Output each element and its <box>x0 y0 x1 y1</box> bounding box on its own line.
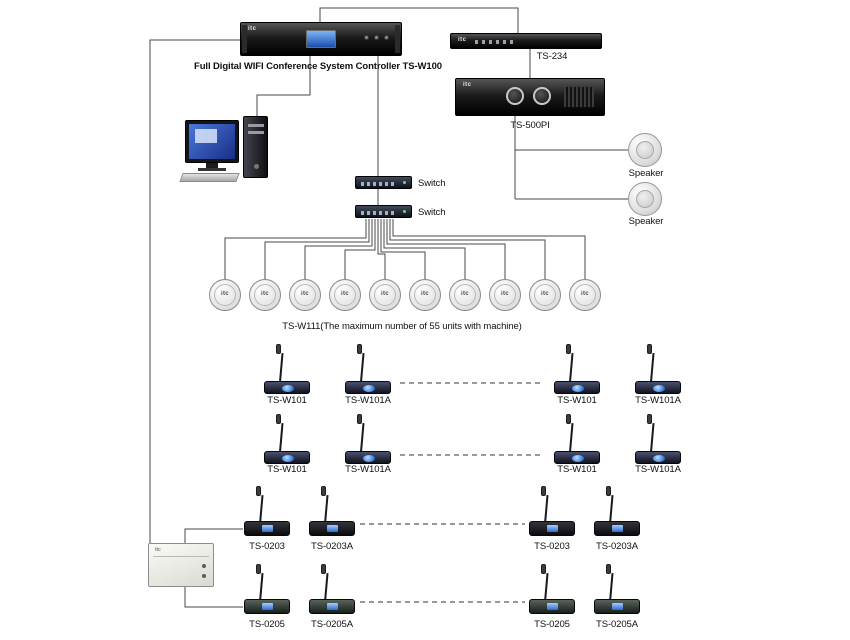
wifi-unit: itc <box>449 279 481 311</box>
wifi-unit: itc <box>489 279 521 311</box>
mic-ts-0203a <box>593 486 641 536</box>
mic-label: TS-W101 <box>267 395 307 406</box>
wifi-unit: itc <box>289 279 321 311</box>
mic-label: TS-0205A <box>311 619 353 630</box>
switch-led <box>403 210 406 213</box>
mic-ts-0205 <box>243 564 291 614</box>
speaker-top <box>628 133 662 167</box>
mic-label: TS-0205 <box>534 619 570 630</box>
mic-label: TS-W101 <box>557 464 597 475</box>
amp-dial <box>532 87 551 105</box>
mic-ts-0203 <box>528 486 576 536</box>
box-seam <box>153 556 209 557</box>
terminal-dot <box>202 564 206 568</box>
controller-unit: itc <box>240 22 402 56</box>
controller-knobs <box>364 35 389 40</box>
mic-ts-0203 <box>243 486 291 536</box>
pc-screen <box>189 124 235 159</box>
rack-ear <box>395 25 400 53</box>
switch-top-label: Switch <box>418 178 446 189</box>
mic-label: TS-W101 <box>557 395 597 406</box>
ts500pi-unit: itc <box>455 78 605 116</box>
wifi-unit: itc <box>529 279 561 311</box>
mic-label: TS-0203 <box>249 541 285 552</box>
ts234-ports <box>475 40 515 44</box>
amp-vents <box>564 87 594 107</box>
ts234-label: TS-234 <box>536 51 568 62</box>
mic-ts-0205a <box>308 564 356 614</box>
pc-tower <box>243 116 268 178</box>
brand-logo: itc <box>463 82 472 88</box>
pc-keyboard <box>179 173 240 182</box>
mic-label: TS-0203 <box>534 541 570 552</box>
mic-label: TS-W101A <box>635 464 681 475</box>
wifi-unit: itc <box>249 279 281 311</box>
speaker-cone <box>636 141 654 159</box>
mic-ts-w101a <box>344 344 392 394</box>
power-box: itc <box>148 543 214 587</box>
wifi-unit: itc <box>209 279 241 311</box>
mic-label: TS-0203A <box>311 541 353 552</box>
switch-bottom-label: Switch <box>418 207 446 218</box>
mic-ts-w101 <box>553 344 601 394</box>
brand-logo: itc <box>248 26 257 32</box>
mic-label: TS-0205 <box>249 619 285 630</box>
mic-ts-w101a <box>344 414 392 464</box>
mic-label: TS-W101A <box>345 464 391 475</box>
speaker-cone <box>636 190 654 208</box>
controller-screen <box>306 30 336 48</box>
mic-label: TS-0203A <box>596 541 638 552</box>
mic-label: TS-W101A <box>345 395 391 406</box>
wifi-unit: itc <box>569 279 601 311</box>
ts500pi-label: TS-500PI <box>510 120 550 131</box>
brand-logo: itc <box>155 547 161 553</box>
brand-logo: itc <box>458 37 467 43</box>
monitor-base <box>198 168 226 171</box>
speaker-bottom-label: Speaker <box>628 216 664 227</box>
switch-ports <box>361 211 397 215</box>
switch-led <box>403 181 406 184</box>
mic-ts-w101 <box>553 414 601 464</box>
mic-ts-0203a <box>308 486 356 536</box>
wifi-unit: itc <box>369 279 401 311</box>
ts234-unit: itc <box>450 33 602 49</box>
wifi-unit: itc <box>409 279 441 311</box>
mic-label: TS-W101A <box>635 395 681 406</box>
mic-ts-0205a <box>593 564 641 614</box>
rack-ear <box>242 25 247 53</box>
switch-ports <box>361 182 397 186</box>
mic-ts-w101 <box>263 344 311 394</box>
amp-dial <box>506 87 525 105</box>
mic-ts-w101a <box>634 344 682 394</box>
mic-label: TS-W101 <box>267 464 307 475</box>
controller-label: Full Digital WIFI Conference System Cont… <box>194 61 442 72</box>
pc-monitor <box>185 120 239 163</box>
wifi-unit: itc <box>329 279 361 311</box>
wifi-row-label: TS-W111(The maximum number of 55 units w… <box>282 321 522 332</box>
speaker-top-label: Speaker <box>628 168 664 179</box>
mic-ts-w101a <box>634 414 682 464</box>
speaker-bottom <box>628 182 662 216</box>
mic-ts-w101 <box>263 414 311 464</box>
switch-top <box>355 176 412 189</box>
monitor-stand <box>206 163 218 168</box>
mic-ts-0205 <box>528 564 576 614</box>
terminal-dot <box>202 574 206 578</box>
mic-label: TS-0205A <box>596 619 638 630</box>
switch-bottom <box>355 205 412 218</box>
